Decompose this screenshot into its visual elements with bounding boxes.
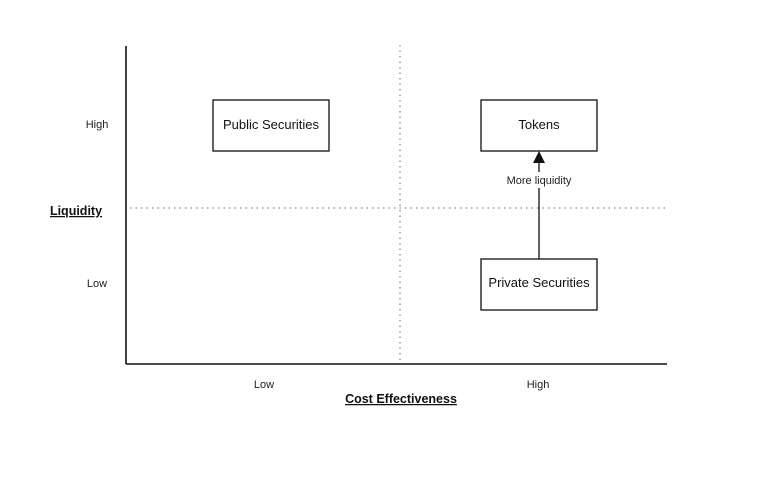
arrowhead-icon <box>533 151 545 163</box>
public-securities-label: Public Securities <box>223 117 320 132</box>
public-securities-box: Public Securities <box>212 99 330 152</box>
arrow-label: More liquidity <box>507 175 572 187</box>
x-tick-high: High <box>527 379 550 391</box>
x-tick-low: Low <box>254 379 274 391</box>
arrow-label-bg <box>503 173 575 187</box>
private-securities-box: Private Securities <box>480 258 598 311</box>
tokens-box: Tokens <box>480 99 598 152</box>
private-securities-label: Private Securities <box>488 275 590 290</box>
y-tick-low: Low <box>87 278 107 290</box>
x-axis-title: Cost Effectiveness <box>345 392 457 406</box>
y-axis-title: Liquidity <box>50 204 102 218</box>
y-tick-high: High <box>86 119 109 131</box>
tokens-label: Tokens <box>518 117 560 132</box>
